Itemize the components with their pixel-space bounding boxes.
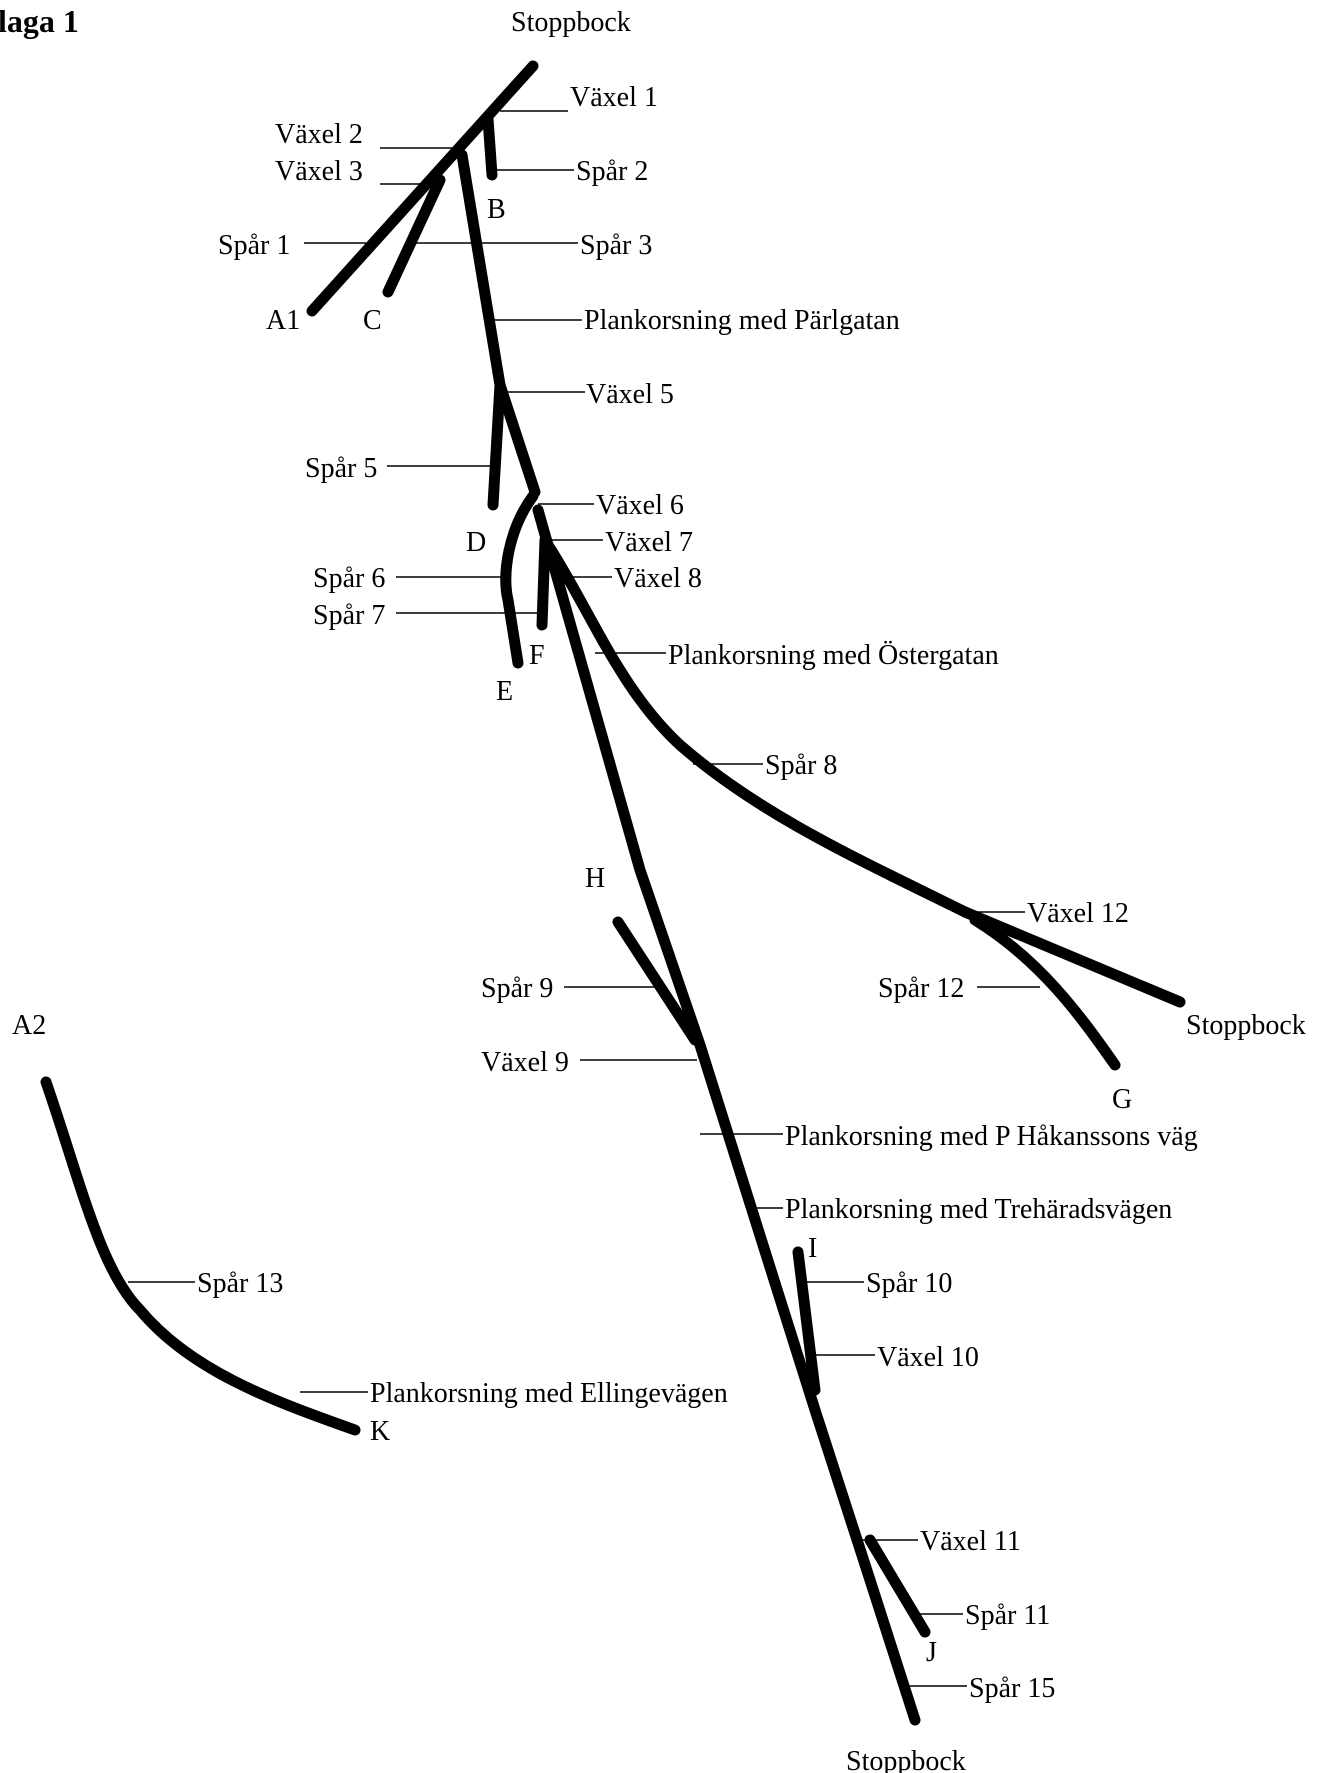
label-spar3: Spår 3 bbox=[580, 230, 652, 261]
label-plank-ellinge: Plankorsning med Ellingevägen bbox=[370, 1378, 728, 1409]
page-title: laga 1 bbox=[0, 3, 79, 39]
label-spar15: Spår 15 bbox=[969, 1673, 1055, 1704]
label-J: J bbox=[926, 1637, 937, 1668]
track-stoppbock-right bbox=[959, 906, 1186, 1008]
label-H: H bbox=[585, 863, 605, 894]
label-stoppbock-right: Stoppbock bbox=[1186, 1010, 1306, 1041]
track-spar5 bbox=[487, 379, 506, 511]
label-plank-ostergatan: Plankorsning med Östergatan bbox=[668, 640, 999, 671]
track-spar9 bbox=[612, 916, 701, 1046]
labels: laga 1 Stoppbock Växel 1 Växel 2 Växel 3… bbox=[0, 3, 1306, 1773]
label-spar2: Spår 2 bbox=[576, 156, 648, 187]
track-spar10 bbox=[792, 1246, 821, 1396]
track-spar8 bbox=[542, 539, 971, 918]
label-F: F bbox=[529, 640, 545, 671]
label-vaxel6: Växel 6 bbox=[596, 490, 684, 521]
label-C: C bbox=[363, 305, 382, 336]
label-A2: A2 bbox=[12, 1010, 46, 1041]
track-main-lower bbox=[532, 504, 921, 1726]
label-spar13: Spår 13 bbox=[197, 1268, 283, 1299]
label-vaxel3: Växel 3 bbox=[275, 156, 363, 187]
label-spar9: Spår 9 bbox=[481, 973, 553, 1004]
track-spar12 bbox=[969, 914, 1121, 1071]
label-vaxel1: Växel 1 bbox=[570, 82, 658, 113]
label-plank-treharads: Plankorsning med Trehäradsvägen bbox=[785, 1194, 1172, 1225]
label-stoppbock-top: Stoppbock bbox=[511, 7, 631, 38]
label-E: E bbox=[496, 676, 513, 707]
track-spar11 bbox=[864, 1534, 931, 1638]
track-spar7 bbox=[536, 534, 551, 631]
label-A1: A1 bbox=[266, 305, 300, 336]
label-spar11: Spår 11 bbox=[965, 1600, 1050, 1631]
label-D: D bbox=[466, 527, 486, 558]
label-plank-parlgatan: Plankorsning med Pärlgatan bbox=[584, 305, 900, 336]
label-stoppbock-bottom: Stoppbock bbox=[846, 1746, 966, 1773]
label-G: G bbox=[1112, 1084, 1132, 1115]
label-vaxel8: Växel 8 bbox=[614, 563, 702, 594]
leader-lines bbox=[128, 110, 1040, 1687]
label-vaxel5: Växel 5 bbox=[586, 379, 674, 410]
label-plank-hakanssons: Plankorsning med P Håkanssons väg bbox=[785, 1121, 1198, 1152]
label-spar10: Spår 10 bbox=[866, 1268, 952, 1299]
label-vaxel9: Växel 9 bbox=[481, 1047, 569, 1078]
track-spar6 bbox=[500, 490, 539, 669]
label-spar8: Spår 8 bbox=[765, 750, 837, 781]
label-vaxel11: Växel 11 bbox=[920, 1526, 1021, 1557]
track-main-top bbox=[306, 60, 539, 317]
label-spar12: Spår 12 bbox=[878, 973, 964, 1004]
label-spar6: Spår 6 bbox=[313, 563, 385, 594]
label-K: K bbox=[370, 1416, 390, 1447]
label-vaxel2: Växel 2 bbox=[275, 119, 363, 150]
label-vaxel7: Växel 7 bbox=[605, 527, 693, 558]
track-spar3 bbox=[382, 174, 446, 298]
track-spar13 bbox=[40, 1076, 361, 1436]
label-B: B bbox=[487, 194, 506, 225]
label-vaxel10: Växel 10 bbox=[877, 1342, 979, 1373]
track-spar2 bbox=[482, 113, 498, 181]
label-spar1: Spår 1 bbox=[218, 230, 290, 261]
label-I: I bbox=[808, 1233, 817, 1264]
label-spar5: Spår 5 bbox=[305, 453, 377, 484]
label-spar7: Spår 7 bbox=[313, 600, 385, 631]
tracks bbox=[40, 60, 1186, 1726]
label-vaxel12: Växel 12 bbox=[1027, 898, 1129, 929]
